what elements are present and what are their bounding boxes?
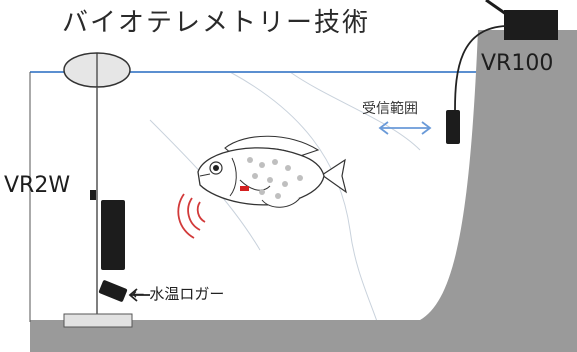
temperature-logger [98,280,128,302]
temperature-logger-label: ← 水温ロガー [132,285,225,303]
vr100-label: VR100 [481,51,554,76]
seabed [30,30,577,352]
vr100-station [485,0,558,40]
fish [197,135,347,208]
detection-range-label: 受信範囲 [362,101,418,117]
range-arrow [378,121,432,135]
vr2w-label: VR2W [4,173,71,198]
signal-waves [177,193,206,239]
vr100-cable [454,25,507,111]
buoy [63,52,131,88]
diagram-title: バイオテレメトリー技術 [62,8,371,38]
anchor-block [63,313,133,328]
logger-arrow [128,288,150,302]
vr2w-receiver [90,190,125,270]
transmitter-tag [240,186,249,191]
hydrophone [446,110,460,144]
